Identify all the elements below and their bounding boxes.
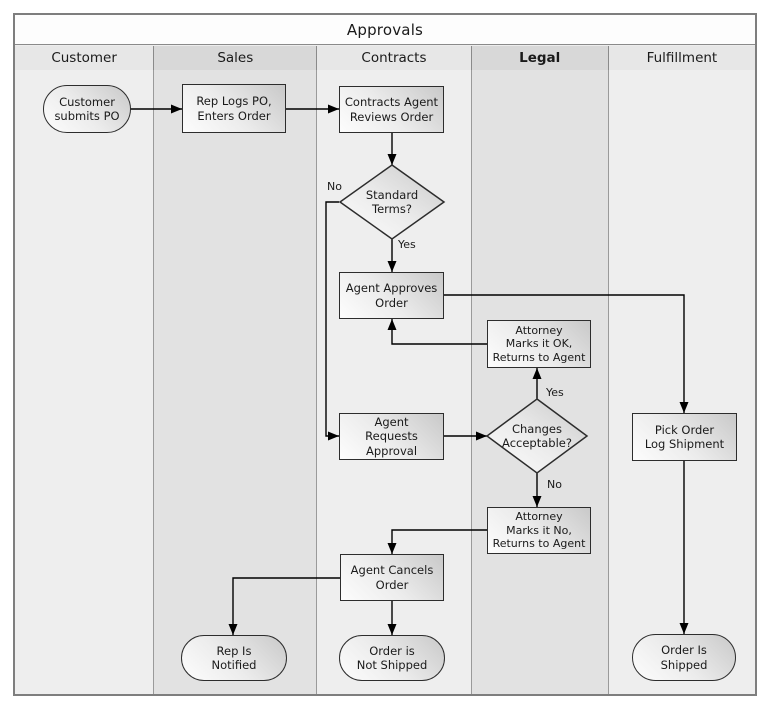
node-pick-order-log-shipment: Pick Order Log Shipment	[632, 413, 737, 461]
node-attorney-marks-ok: Attorney Marks it OK, Returns to Agent	[487, 320, 591, 368]
decision-standard-terms-shape	[338, 164, 446, 240]
edge-label-changes-yes: Yes	[546, 386, 564, 399]
lane-header-fulfillment: Fulfillment	[608, 46, 756, 70]
lane-header-customer: Customer	[15, 46, 155, 70]
lane-header-sales: Sales	[154, 46, 318, 70]
pool-title: Approvals	[15, 15, 755, 45]
edge-attorneyno-to-cancels	[387, 529, 487, 554]
lane-header-contracts: Contracts	[317, 46, 472, 70]
edge-label-changes-no: No	[547, 478, 562, 491]
lane-fulfillment	[608, 70, 756, 694]
lane-sales	[154, 70, 318, 694]
lane-customer	[15, 70, 155, 694]
lane-header-legal: Legal	[471, 46, 609, 70]
node-attorney-marks-no: Attorney Marks it No, Returns to Agent	[487, 507, 591, 554]
lane-header-row: Customer Sales Contracts Legal Fulfillme…	[15, 46, 756, 70]
edge-attorneyok-to-approves	[387, 319, 487, 345]
edge-approves-to-pickorder	[444, 294, 689, 413]
node-order-is-shipped: Order Is Shipped	[632, 634, 736, 681]
node-agent-approves-order: Agent Approves Order	[339, 272, 444, 319]
node-rep-logs-po: Rep Logs PO, Enters Order	[182, 84, 286, 133]
edge-cancels-to-repnotified	[228, 577, 340, 635]
node-customer-submits-po: Customer submits PO	[43, 85, 131, 133]
node-agent-requests-approval: Agent Requests Approval	[339, 413, 444, 460]
edge-label-standard-no: No	[327, 180, 342, 193]
decision-standard-terms-label: Standard Terms?	[365, 187, 419, 216]
edge-standardterms-no	[325, 201, 339, 441]
node-contracts-agent-reviews: Contracts Agent Reviews Order	[339, 86, 444, 133]
edge-label-standard-yes: Yes	[398, 238, 416, 251]
decision-changes-acceptable-shape	[485, 398, 589, 474]
decision-changes-acceptable-label: Changes Acceptable?	[502, 421, 572, 450]
lane-body-row	[15, 70, 756, 694]
lane-legal	[471, 70, 609, 694]
node-rep-is-notified: Rep Is Notified	[181, 635, 287, 681]
node-order-is-not-shipped: Order is Not Shipped	[339, 635, 445, 681]
node-agent-cancels-order: Agent Cancels Order	[340, 554, 444, 601]
